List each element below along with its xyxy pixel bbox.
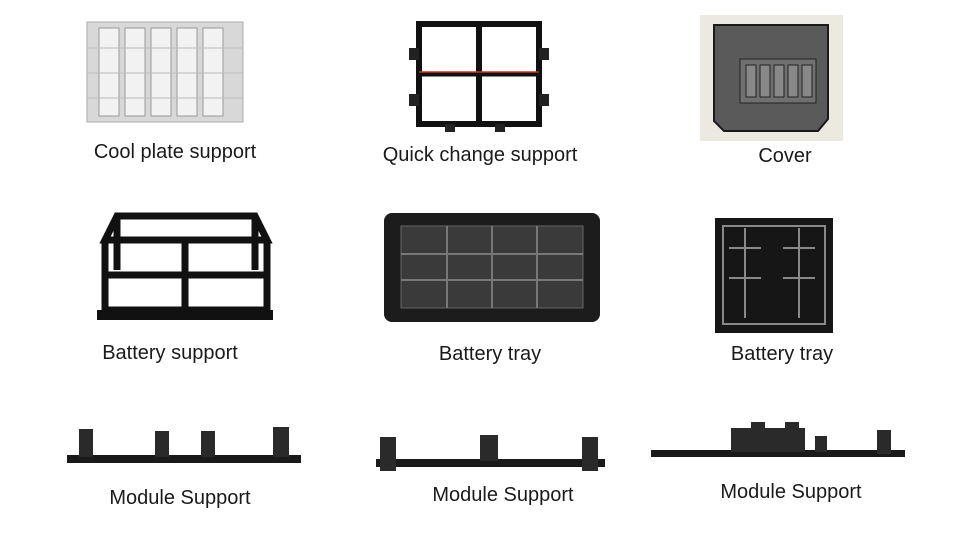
product-label: Battery tray	[438, 343, 542, 365]
battery-support-image	[97, 212, 273, 320]
cool-plate-support-image	[86, 21, 244, 123]
product-label: Quick change support	[382, 144, 578, 166]
battery-tray-image	[384, 213, 600, 322]
cover-image	[700, 15, 843, 141]
quick-change-support-image	[409, 21, 549, 132]
product-label: Module Support	[109, 487, 251, 509]
module-support-image	[651, 422, 905, 457]
product-label: Module Support	[720, 481, 862, 503]
battery-tray-image	[715, 218, 833, 333]
product-label: Module Support	[432, 484, 574, 506]
product-label: Battery support	[102, 342, 238, 364]
product-label: Cool plate support	[93, 141, 257, 163]
module-support-image	[67, 427, 301, 463]
product-label: Cover	[758, 145, 812, 167]
module-support-image	[376, 435, 605, 471]
product-label: Battery tray	[730, 343, 834, 365]
